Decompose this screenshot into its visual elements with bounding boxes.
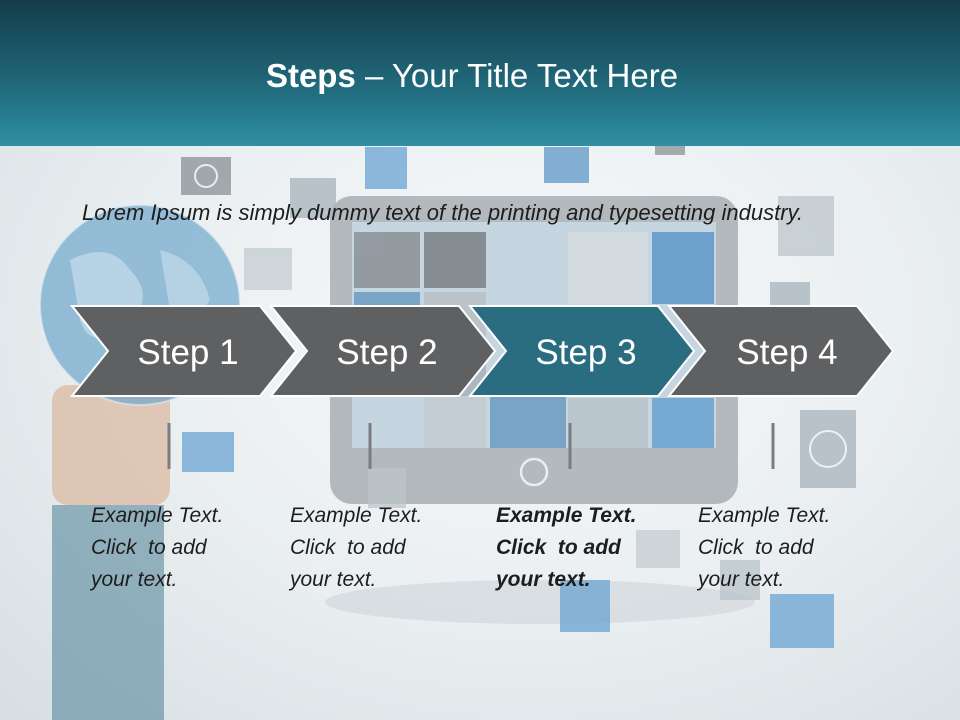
step-1-desc-line-1: Example Text. (91, 504, 224, 527)
step-3-chevron[interactable]: Step 3 (467, 305, 696, 397)
step-2-desc-line-1: Example Text. (290, 504, 423, 527)
step-3-shape (467, 305, 696, 397)
step-4-desc-line-3: your text. (698, 568, 785, 591)
step-3-desc-line-1: Example Text. (496, 504, 637, 527)
step-3-description[interactable]: Example Text. Click to add your text. (496, 500, 676, 596)
step-2-label: Step 2 (336, 333, 437, 372)
step-2-chevron[interactable]: Step 2 (268, 305, 497, 397)
step-1-desc-line-3: your text. (91, 568, 178, 591)
title-bold: Steps (265, 57, 356, 94)
slide-title[interactable]: Steps – Your Title Text Here (0, 54, 944, 98)
step-1-description[interactable]: Example Text. Click to add your text. (91, 500, 271, 596)
step-4-chevron[interactable]: Step 4 (666, 305, 895, 397)
step-2-description[interactable]: Example Text. Click to add your text. (290, 500, 470, 596)
step-4-shape (666, 305, 895, 397)
step-3-desc-line-3: your text. (496, 568, 591, 591)
step-3-label: Step 3 (535, 333, 636, 372)
step-4-desc-line-1: Example Text. (698, 504, 831, 527)
step-3-desc-line-2: Click to add (496, 536, 621, 559)
step-2-desc-line-3: your text. (290, 568, 377, 591)
step-4-label: Step 4 (736, 333, 837, 372)
step-1-shape (69, 305, 298, 397)
step-2-desc-line-2: Click to add (290, 536, 406, 559)
title-bar (0, 0, 960, 146)
step-1-chevron[interactable]: Step 1 (69, 305, 298, 397)
step-4-description[interactable]: Example Text. Click to add your text. (698, 500, 878, 596)
intro-text[interactable]: Lorem Ipsum is simply dummy text of the … (82, 200, 804, 225)
step-1-desc-line-2: Click to add (91, 536, 207, 559)
title-rest: – Your Title Text Here (355, 57, 679, 94)
step-1-label: Step 1 (137, 333, 238, 372)
step-2-shape (268, 305, 497, 397)
step-4-desc-line-2: Click to add (698, 536, 814, 559)
